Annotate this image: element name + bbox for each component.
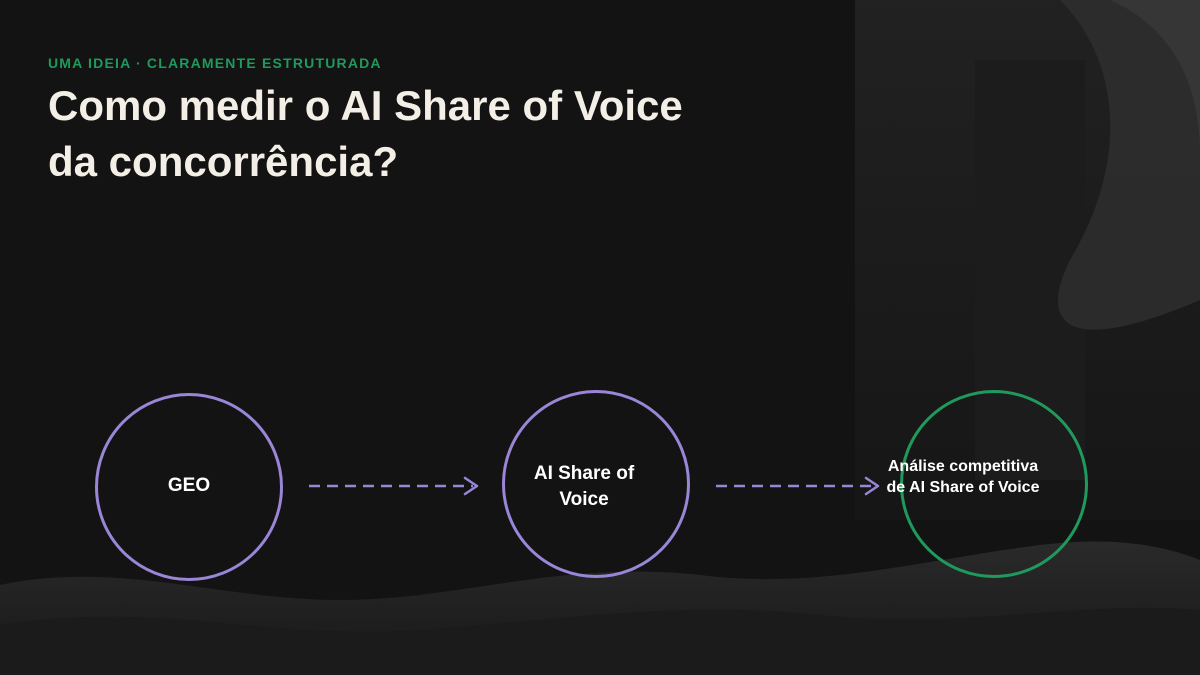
flow-node-competitive-analysis-label: Análise competitiva de AI Share of Voice <box>886 458 1040 496</box>
section-eyebrow: UMA IDEIA · CLARAMENTE ESTRUTURADA <box>48 55 382 71</box>
flow-node-ai-share-of-voice-label: AI Share of Voice <box>533 463 635 510</box>
flow-arrow-1 <box>309 476 479 496</box>
flow-node-geo-label: GEO <box>167 475 211 496</box>
flow-arrow-2 <box>716 476 880 496</box>
page-title: Como medir o AI Share of Voice da concor… <box>48 82 683 185</box>
flow-node-competitive-analysis <box>900 390 1088 578</box>
flow-node-ai-share-of-voice <box>502 390 690 578</box>
flow-node-geo <box>95 393 283 581</box>
